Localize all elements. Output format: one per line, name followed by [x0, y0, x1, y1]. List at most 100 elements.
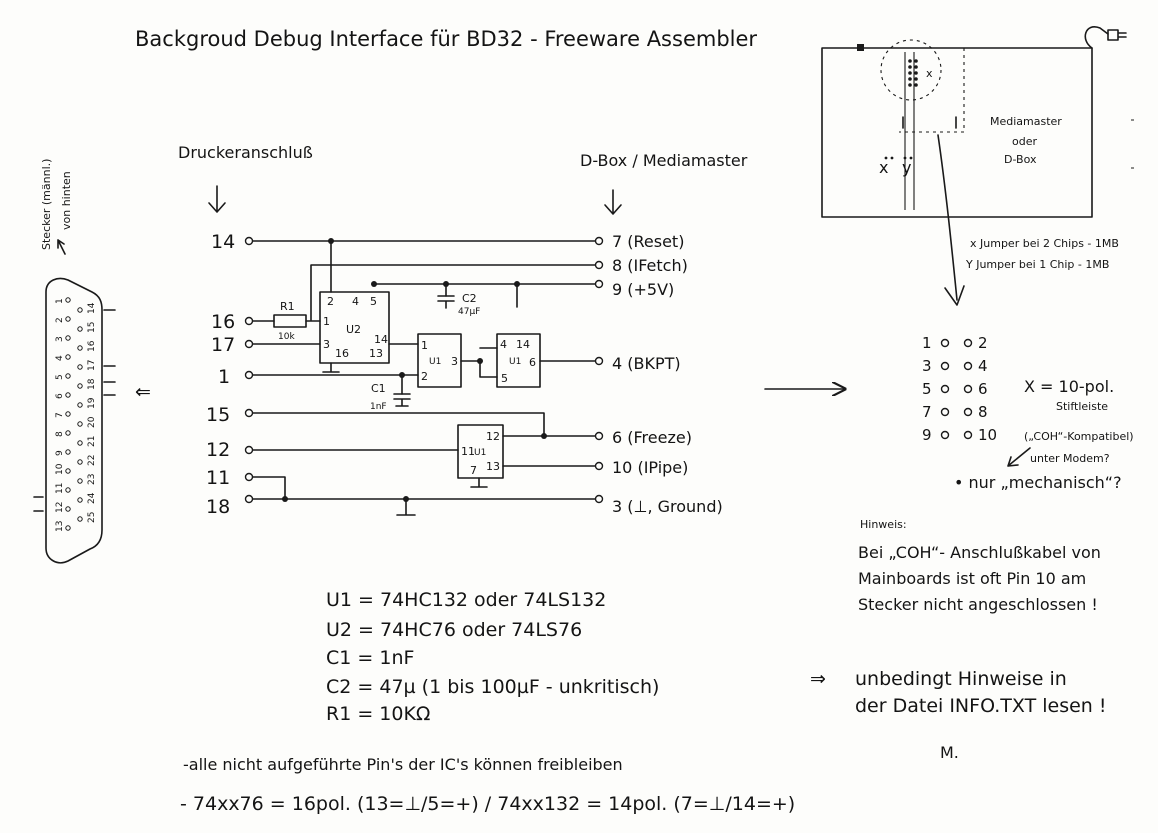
connector-pin-number: 17 — [87, 360, 97, 371]
connector-pin-number: 20 — [87, 416, 97, 428]
u2-pin-5: 5 — [370, 295, 377, 308]
header-pin-number: 8 — [978, 403, 988, 421]
connector-hole — [65, 316, 71, 322]
u2-pin-1: 1 — [323, 315, 330, 328]
jumper-y-note: Y Jumper bei 1 Chip - 1MB — [965, 258, 1109, 271]
dbox-signal-5v: 9 (+5V) — [612, 280, 674, 299]
connector-pin-number: 10 — [55, 463, 65, 475]
connector-hole — [77, 421, 83, 427]
r1-value: 10k — [278, 332, 295, 342]
connector-hole — [65, 487, 71, 493]
jumper-dot — [908, 65, 912, 69]
board-y-mark: y — [902, 158, 911, 177]
dbox-signal-ipipe: 10 (IPipe) — [612, 458, 688, 477]
u1c-pin-7: 7 — [470, 464, 477, 477]
u2-pin-16: 16 — [335, 347, 349, 360]
connector-hole — [77, 364, 83, 370]
header-pin — [940, 384, 950, 394]
jumper-dot — [914, 65, 918, 69]
header-pin — [940, 361, 950, 371]
header-desc-arrow — [1007, 447, 1031, 467]
jumper-dot — [914, 83, 918, 87]
jumper-dot — [908, 59, 912, 63]
connector-hole — [65, 430, 71, 436]
u1a-pin-2: 2 — [421, 370, 428, 383]
connector-pin-number: 16 — [87, 340, 97, 352]
u1c-pin-12: 12 — [486, 430, 500, 443]
u1b-pin-5: 5 — [501, 372, 508, 385]
ic-u2 — [319, 291, 390, 364]
connector-pin-number: 14 — [87, 302, 97, 314]
footer-line-2: - 74xx76 = 16pol. (13=⊥/5=+) / 74xx132 =… — [180, 793, 795, 815]
header-pin — [963, 361, 973, 371]
jumper-zoom-circle — [880, 39, 942, 101]
header-pin-number: 1 — [922, 334, 932, 352]
printer-pin-11: 11 — [206, 467, 230, 489]
board-label-1: Mediamaster — [990, 115, 1062, 128]
connector-pin-number: 12 — [55, 502, 65, 513]
u2-label: U2 — [346, 323, 361, 336]
parts-u1: U1 = 74HC132 oder 74LS132 — [326, 589, 606, 611]
header-pin — [963, 338, 973, 348]
ic-u1c — [457, 424, 504, 479]
header-pin — [940, 338, 950, 348]
board-brackets — [902, 116, 957, 129]
note-heading: Hinweis: — [860, 518, 907, 531]
connector-hole — [65, 354, 71, 360]
note-line-2: Mainboards ist oft Pin 10 am — [858, 569, 1086, 588]
u1b-pin-4: 4 — [500, 338, 507, 351]
connector-hole — [77, 326, 83, 332]
zoom-arrow-head — [944, 285, 965, 306]
connector-pin-number: 11 — [55, 483, 65, 494]
connector-marks-right — [103, 309, 116, 396]
dbox-down-arrow — [604, 189, 622, 215]
header-pin-number: 2 — [978, 334, 988, 352]
connector-hole — [77, 478, 83, 484]
u1c-pin-13: 13 — [486, 460, 500, 473]
header-pin-number: 7 — [922, 403, 932, 421]
u1a-pin-3: 3 — [451, 355, 458, 368]
header-pin-number: 9 — [922, 426, 932, 444]
zoom-arrow-line — [937, 134, 958, 301]
connector-hole — [65, 411, 71, 417]
jumper-dot — [914, 77, 918, 81]
reminder-arrow: ⇒ — [810, 668, 826, 690]
u2-pin-4: 4 — [352, 295, 359, 308]
u1a-label: U1 — [429, 357, 441, 367]
connector-hole — [65, 525, 71, 531]
u1b-pin-14: 14 — [516, 338, 530, 351]
board-dashed-area — [899, 48, 965, 133]
connector-hole — [77, 402, 83, 408]
parts-c1: C1 = 1nF — [326, 647, 414, 669]
connector-pin-number: 2 — [55, 317, 65, 323]
power-plug-icon — [1107, 29, 1127, 41]
jumper-x-note: x Jumper bei 2 Chips - 1MB — [970, 237, 1119, 250]
u2-pin-2: 2 — [327, 295, 334, 308]
connector-pin-number: 8 — [55, 431, 65, 437]
u2-pin-13: 13 — [369, 347, 383, 360]
connector-pin-number: 23 — [87, 474, 97, 485]
printer-pin-17: 17 — [211, 334, 235, 356]
header-pin — [963, 407, 973, 417]
dbox-signal-ifetch: 8 (IFetch) — [612, 256, 688, 275]
board-traces — [904, 52, 915, 210]
dbox-signal-bkpt: 4 (BKPT) — [612, 354, 681, 373]
r1-label: R1 — [280, 300, 295, 313]
note-line-3: Stecker nicht angeschlossen ! — [858, 595, 1098, 614]
jumper-dot — [908, 77, 912, 81]
c1-value: 1nF — [370, 402, 387, 412]
header-pin — [963, 384, 973, 394]
header-pin — [963, 430, 973, 440]
connector-label-line1: Stecker (männl.) — [40, 159, 53, 250]
u1a-pin-1: 1 — [421, 339, 428, 352]
jumper-dot — [914, 59, 918, 63]
connector-pin-number: 6 — [55, 393, 65, 399]
connector-pin-number: 7 — [55, 412, 65, 418]
board-zoom-x: x — [926, 67, 933, 80]
capacitor-c2 — [437, 295, 455, 309]
connector-hole — [77, 345, 83, 351]
printer-pin-1: 1 — [218, 366, 230, 388]
connector-hole — [77, 516, 83, 522]
board-edge-marks — [1131, 119, 1138, 169]
